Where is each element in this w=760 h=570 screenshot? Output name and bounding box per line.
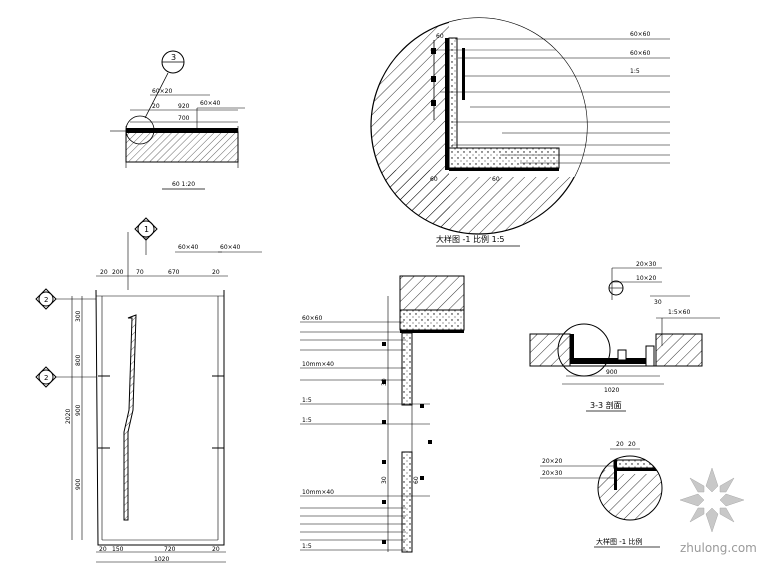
watermark-text: zhulong.com	[680, 541, 757, 555]
marker-2: 2	[44, 374, 48, 382]
detail-title: 3-3 剖面	[590, 400, 622, 410]
dim-4: 670	[168, 269, 180, 276]
note-top-1: 60×60	[302, 315, 322, 322]
dim-1: 900	[606, 369, 618, 376]
elevation: 1 60×40 60×40 20 200 70 670 20	[35, 217, 262, 563]
callout-number: 3	[171, 53, 176, 62]
dim-bottom-4: 20	[212, 546, 220, 553]
dims-left: 300 800 900 2020 900	[65, 310, 82, 490]
dim-vertical-2: 30	[381, 476, 388, 484]
dim-bottom-2: 150	[112, 546, 124, 553]
detail-d: 20×30 10×20 30 1:5×60 900 1020 3-3 剖面	[529, 261, 720, 412]
detail-title: 大样图 -1 比例	[596, 537, 642, 546]
dims-top: 20 200 70 670 20	[100, 269, 220, 276]
note-1: 60×20	[152, 88, 172, 95]
note-mid-2: 1:5	[302, 417, 312, 424]
note-3: 1:5	[630, 68, 640, 75]
note-mid-1: 1:5	[302, 397, 312, 404]
note-3: 30	[654, 299, 662, 306]
dim-left-2: 800	[75, 354, 82, 366]
dim-1: 20	[616, 441, 624, 448]
dim-2: 920	[178, 103, 190, 110]
note-4: 1:5×60	[668, 309, 691, 316]
dim-2: 1020	[604, 387, 619, 394]
note-2: 60×60	[630, 50, 650, 57]
top-notes: 20×30 10×20 30 1:5×60	[611, 261, 720, 346]
note-1: 60×60	[630, 31, 650, 38]
top-notes: 60×40 60×40	[175, 244, 262, 253]
dim-left-1: 300	[75, 310, 82, 322]
leader-lines	[300, 321, 430, 551]
dim-2: 200	[112, 269, 124, 276]
dim-left-3: 900	[75, 404, 82, 416]
detail-circle	[597, 455, 663, 521]
dim-bottom-2: 60	[492, 176, 500, 183]
watermark: zhulong.com	[679, 467, 757, 555]
watermark-logo-icon	[679, 467, 745, 533]
note-bottom-7: 1:5	[302, 543, 312, 550]
dim-left-5: 900	[75, 478, 82, 490]
note-top-7: 10mm×40	[302, 361, 334, 368]
detail-b: 60 60 60 60×60 60×60 1:5 大样图 -1 比例 1:5	[370, 17, 670, 247]
note-2: 10×20	[636, 275, 656, 282]
dim-vertical-3: 60	[413, 476, 420, 484]
dim-bottom-1: 60	[430, 176, 438, 183]
marker-1: 2	[44, 296, 48, 304]
note-1: 20×30	[636, 261, 656, 268]
dim-5: 20	[212, 269, 220, 276]
dim-3: 700	[178, 115, 190, 122]
leader-notes	[440, 38, 670, 164]
bottom-label: 60 1:20	[172, 181, 195, 188]
level-markers: 2 2	[35, 288, 96, 388]
dim-3: 70	[136, 269, 144, 276]
dim-left-4: 2020	[65, 409, 72, 424]
note-bottom-1: 10mm×40	[302, 489, 334, 496]
detail-a: 3 60×20 60×40 20 920 700 60 1:20	[110, 50, 245, 190]
dim-vertical-1: 30	[381, 378, 388, 386]
dim-2: 20	[628, 441, 636, 448]
note-2: 60×40	[220, 244, 240, 251]
note-2: 20×30	[542, 470, 562, 477]
dim-top: 60	[436, 33, 444, 40]
anchors	[382, 342, 432, 544]
dim-bottom-1: 20	[99, 546, 107, 553]
detail-e: 20 20 20×20 20×30 大样图 -1 比例	[540, 441, 663, 548]
callout-number: 1	[144, 225, 149, 234]
section-c: 60×60 10mm×40 1:5 1:5 10mm×40 1:5 30 30 …	[300, 275, 465, 553]
dim-1: 20	[152, 103, 160, 110]
handles	[98, 375, 224, 449]
note-1: 60×40	[178, 244, 198, 251]
note-1: 20×20	[542, 458, 562, 465]
note-2: 60×40	[200, 100, 220, 107]
dim-bottom-total: 1020	[154, 556, 169, 563]
dim-bottom-3: 720	[164, 546, 176, 553]
dim-1: 20	[100, 269, 108, 276]
detail-title: 大样图 -1 比例 1:5	[436, 234, 504, 244]
dims-bottom: 20 150 720 20 1020	[99, 546, 220, 563]
